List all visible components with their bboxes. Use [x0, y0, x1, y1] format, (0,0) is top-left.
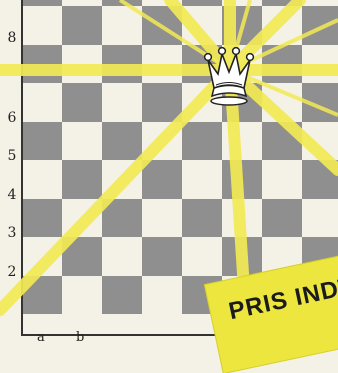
- rank-label-8: 8: [5, 30, 19, 46]
- board-square: [222, 122, 262, 161]
- board-square: [62, 83, 102, 122]
- board-square: [22, 276, 62, 315]
- board-square: [142, 199, 182, 238]
- board-square: [182, 237, 222, 276]
- board-square: [262, 6, 302, 45]
- board-square: [142, 6, 182, 45]
- board-square: [302, 122, 338, 161]
- board-square: [22, 45, 62, 84]
- board-square: [22, 6, 62, 45]
- board-square: [302, 199, 338, 238]
- rank-label-3: 3: [5, 225, 19, 241]
- board-square: [22, 160, 62, 199]
- board-square: [142, 237, 182, 276]
- board-square: [182, 122, 222, 161]
- board-square: [62, 45, 102, 84]
- file-label-a: a: [37, 330, 45, 345]
- board-square: [182, 160, 222, 199]
- board-square: [22, 237, 62, 276]
- rank-label-6: 6: [5, 110, 19, 126]
- board-square: [142, 45, 182, 84]
- board-square: [62, 199, 102, 238]
- board-square: [62, 160, 102, 199]
- board-square: [22, 199, 62, 238]
- rank-label-2: 2: [5, 264, 19, 280]
- board-square: [62, 122, 102, 161]
- board-square: [262, 45, 302, 84]
- board-square: [182, 199, 222, 238]
- board-square: [62, 276, 102, 315]
- board-square: [302, 45, 338, 84]
- rank-label-4: 4: [5, 187, 19, 203]
- board-square: [262, 160, 302, 199]
- file-label-b: b: [76, 330, 84, 345]
- banner-text: PRIS INDTIL: [226, 267, 338, 326]
- board-square: [22, 122, 62, 161]
- board-square: [302, 160, 338, 199]
- board-square: [302, 83, 338, 122]
- board-square: [222, 237, 262, 276]
- board-square: [102, 276, 142, 315]
- queen-icon: [198, 38, 260, 106]
- board-square: [102, 199, 142, 238]
- board-square: [102, 237, 142, 276]
- board-square: [62, 6, 102, 45]
- board-square: [102, 83, 142, 122]
- board-square: [222, 199, 262, 238]
- board-square: [262, 122, 302, 161]
- board-square: [142, 160, 182, 199]
- board-square: [102, 6, 142, 45]
- board-square: [102, 160, 142, 199]
- rank-label-5: 5: [5, 148, 19, 164]
- board-square: [142, 122, 182, 161]
- board-square: [142, 276, 182, 315]
- board-square: [22, 83, 62, 122]
- board-square: [262, 199, 302, 238]
- board-square: [102, 45, 142, 84]
- board-square: [222, 160, 262, 199]
- board-square: [102, 122, 142, 161]
- board-square: [62, 237, 102, 276]
- board-square: [262, 83, 302, 122]
- board-square: [302, 6, 338, 45]
- board-square: [142, 83, 182, 122]
